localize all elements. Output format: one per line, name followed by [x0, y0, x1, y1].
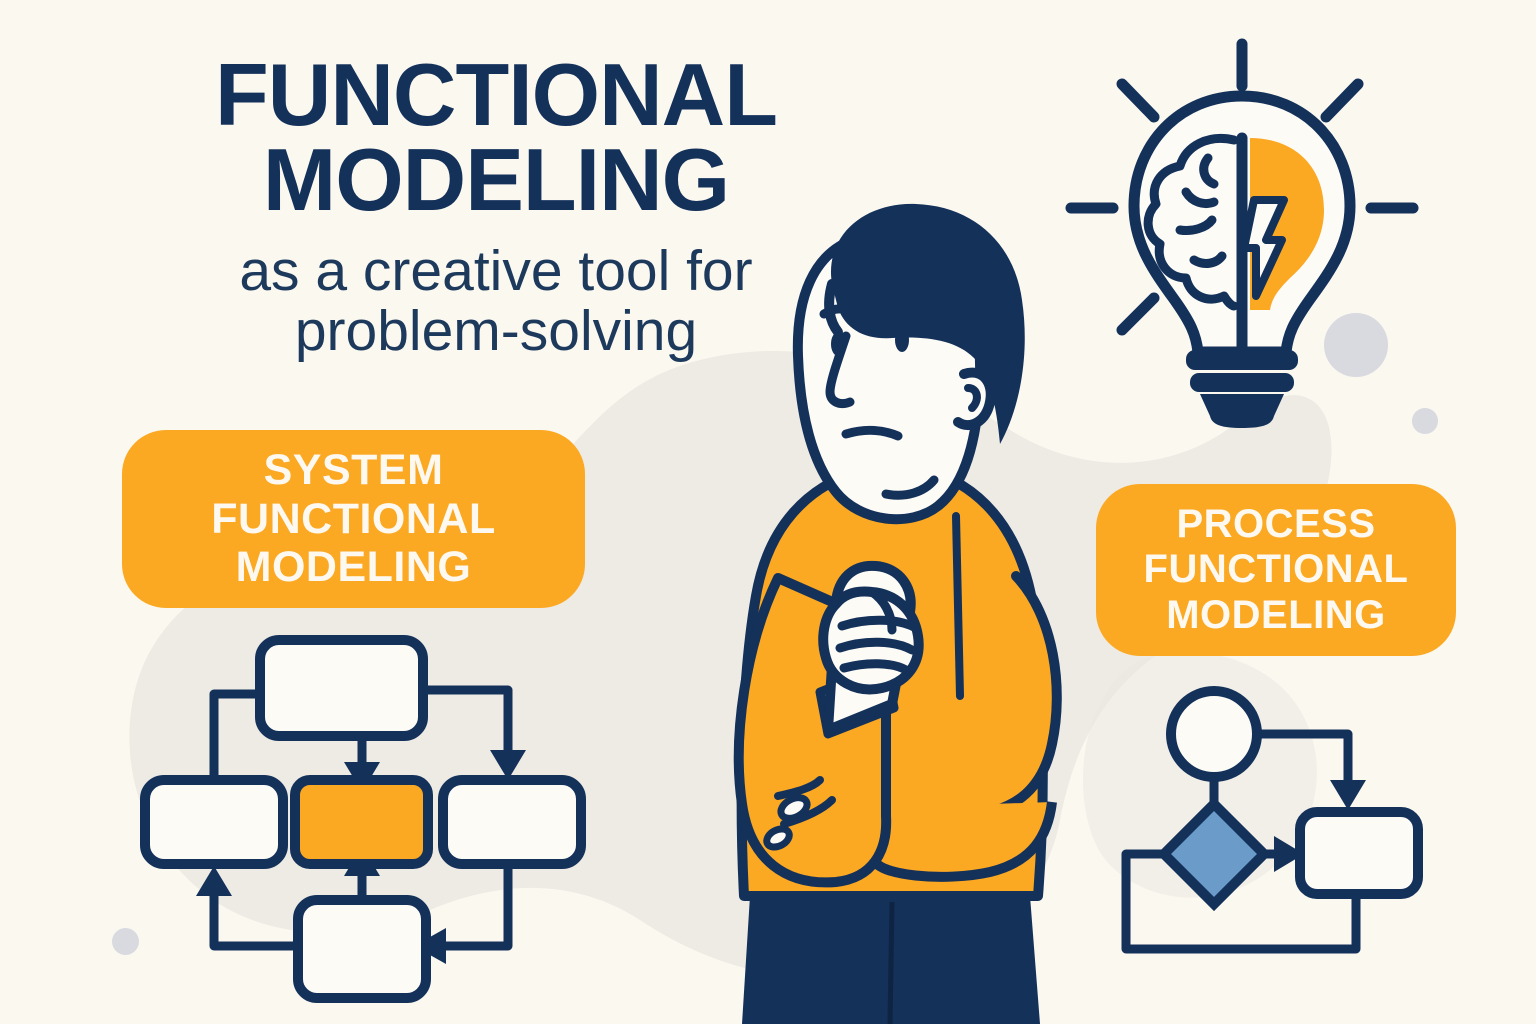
decorative-circle-small	[1412, 408, 1438, 434]
edge-right-to-bottom	[440, 859, 513, 951]
edge-start-to-process	[1251, 729, 1353, 787]
badge-process-functional-modeling[interactable]: PROCESS FUNCTIONAL MODELING	[1096, 484, 1456, 656]
edge-top-to-right	[418, 685, 513, 757]
decorative-circle-tiny	[112, 928, 139, 955]
man-fingers	[835, 587, 921, 675]
node-top[interactable]	[255, 635, 428, 741]
man-mouth	[841, 425, 903, 441]
process-arrowheads	[1274, 780, 1366, 872]
node-process-rect[interactable]	[1295, 807, 1423, 899]
man-ear-inner	[964, 384, 981, 412]
sleeve-stitches	[763, 794, 811, 851]
page-title: FUNCTIONAL MODELING	[215, 45, 778, 230]
bulb-ray-bottom-left	[1116, 292, 1160, 336]
brain-left-folds	[1143, 134, 1239, 311]
node-left[interactable]	[140, 775, 288, 869]
man-nose	[825, 331, 855, 409]
node-right[interactable]	[438, 775, 586, 869]
man-forearm-right	[869, 801, 1057, 882]
system-functional-modeling-diagram	[140, 635, 586, 1003]
process-functional-modeling-diagram	[1121, 686, 1423, 954]
man-hair	[830, 203, 1025, 444]
node-decision-diamond[interactable]	[1156, 796, 1272, 912]
node-center-highlight[interactable]	[290, 775, 433, 869]
edge-left-to-top	[209, 689, 265, 785]
edge-bottom-to-left	[209, 889, 305, 951]
node-start-circle[interactable]	[1166, 686, 1262, 782]
thinking-man-illustration	[733, 203, 1062, 1024]
node-bottom[interactable]	[293, 895, 431, 1003]
man-eyebrows	[819, 295, 927, 321]
bulb-ray-top-right	[1320, 78, 1364, 123]
title-block: FUNCTIONAL MODELING as a creative tool f…	[96, 45, 896, 364]
edge-process-loop-back	[1121, 849, 1361, 954]
man-jaw	[881, 475, 939, 500]
decorative-circle-large	[1324, 313, 1388, 377]
page-subtitle: as a creative tool for problem-solving	[239, 238, 753, 364]
badge-system-functional-modeling[interactable]: SYSTEM FUNCTIONAL MODELING	[122, 430, 585, 608]
bulb-ray-top-left	[1116, 78, 1160, 123]
sweater-fold-lines	[774, 512, 964, 828]
bulb-base	[1186, 350, 1298, 428]
lightbulb-brain-icon	[1065, 38, 1419, 428]
trouser-seam	[887, 901, 895, 1024]
